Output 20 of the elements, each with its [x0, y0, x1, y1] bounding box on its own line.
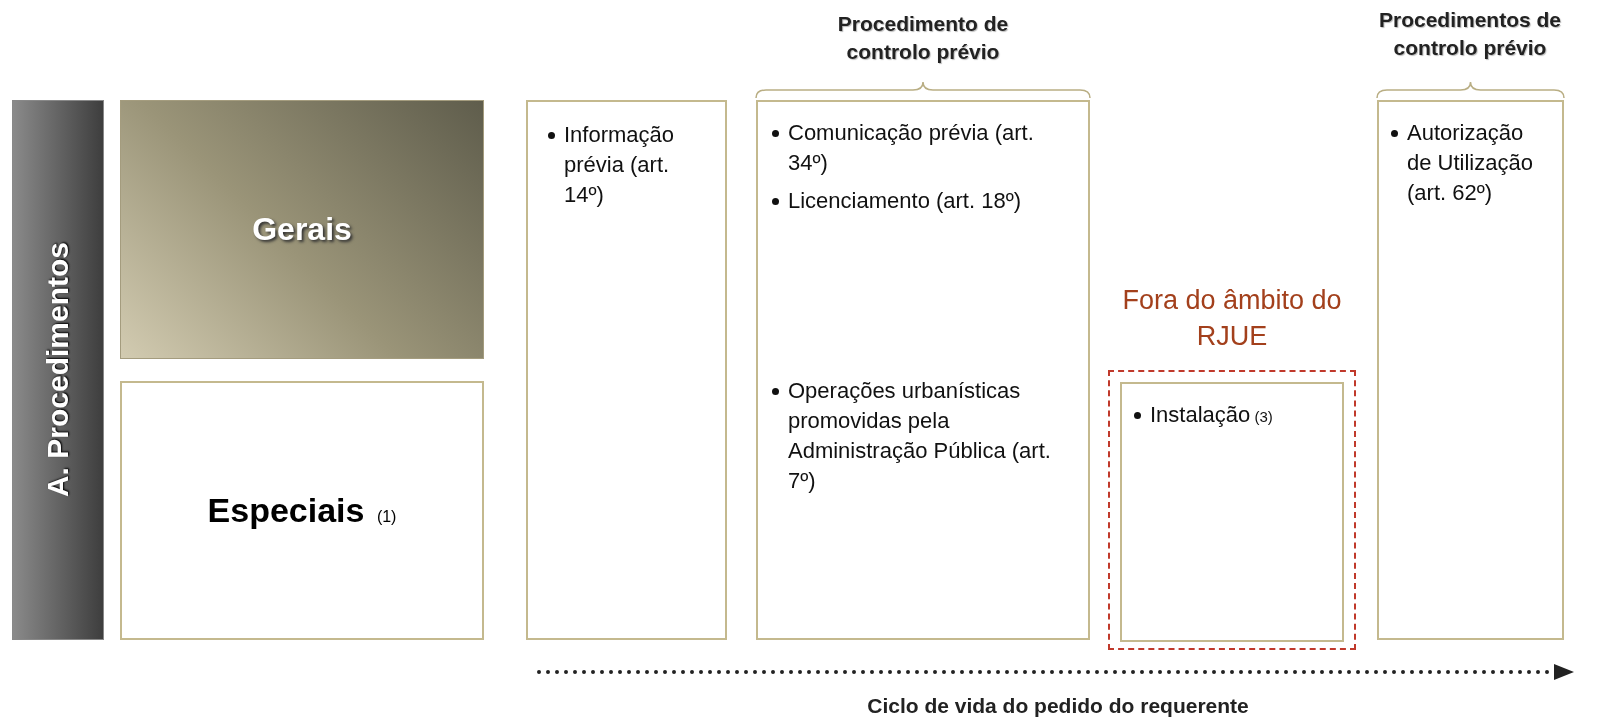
procedure-box [526, 100, 727, 640]
bullet-text: Instalação (3) [1150, 402, 1273, 427]
bullet-text: Comunicação prévia (art. 34º) [788, 120, 1034, 175]
category-label: Especiais (1) [207, 491, 397, 530]
procedure-box [1120, 382, 1344, 642]
category-box [120, 100, 484, 359]
axis-label: Ciclo de vida do pedido do requerente [866, 694, 1250, 718]
side-bar [12, 100, 104, 640]
bullet-text: Autorização de Utilização (art. 62º) [1407, 120, 1533, 205]
section-heading: Procedimento de controlo prévio [836, 11, 1010, 65]
section-heading: Fora do âmbito do RJUE [1121, 284, 1343, 353]
bullet-text: Operações urbanísticas promovidas pela Administração Pública (art. 7º) [788, 378, 1051, 493]
section-heading: Procedimentos de controlo prévio [1377, 7, 1563, 61]
bullet-text: Licenciamento (art. 18º) [788, 188, 1022, 213]
procedure-box [756, 100, 1090, 640]
vertical-title: A. Procedimentos [41, 242, 75, 498]
procedure-box [1377, 100, 1564, 640]
bullet-text: Informação prévia (art. 14º) [564, 122, 675, 207]
category-box [120, 381, 484, 640]
category-label: Gerais [252, 211, 352, 248]
